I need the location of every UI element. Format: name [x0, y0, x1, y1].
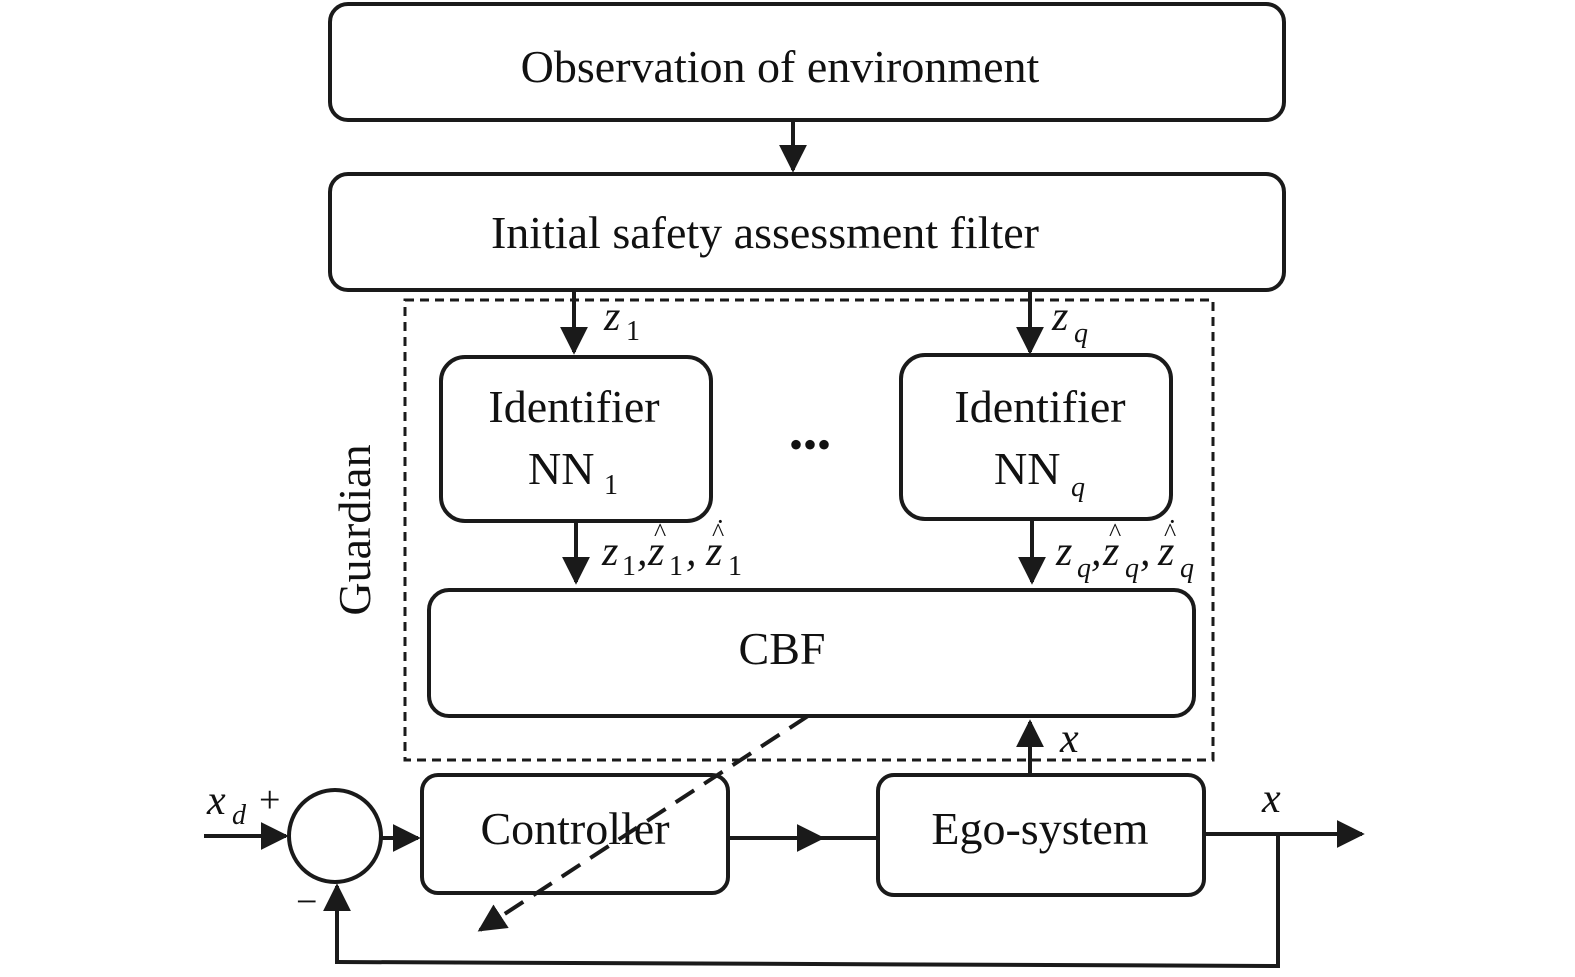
- summing-junction: [287, 788, 383, 884]
- svg-text:NN: NN: [994, 443, 1060, 494]
- svg-text:q: q: [1071, 472, 1085, 503]
- svg-text:·: ·: [716, 507, 725, 536]
- svg-text:z: z: [603, 294, 620, 340]
- svg-text:1: 1: [669, 551, 683, 582]
- svg-text:^: ^: [1164, 518, 1176, 547]
- filter-label: Initial safety assessment filter: [491, 207, 1039, 258]
- identifier-nnq-line2: NN q: [994, 443, 1085, 503]
- controller-label: Controller: [480, 803, 669, 854]
- observation-block: [328, 2, 1286, 122]
- svg-text:z: z: [705, 529, 722, 575]
- signal-zq-estimates-label: z q , z ^ q , z ^ · q: [1055, 507, 1194, 584]
- svg-text:1: 1: [626, 316, 640, 347]
- identifier-nn1-line2: NN 1: [528, 443, 618, 501]
- signal-xd-label: x d: [206, 778, 247, 831]
- identifier-nn1-block: [439, 355, 713, 523]
- feedback-path: [336, 834, 1280, 969]
- svg-text:q: q: [1074, 318, 1088, 349]
- ego-system-label: Ego-system: [931, 803, 1148, 854]
- svg-text:^: ^: [654, 518, 666, 547]
- signal-x-to-cbf: x: [1059, 716, 1079, 762]
- identifier-nn1-line1: Identifier: [488, 381, 659, 432]
- svg-text:q: q: [1077, 553, 1091, 584]
- svg-text:,: ,: [1091, 529, 1102, 575]
- svg-text:d: d: [232, 800, 247, 831]
- svg-text:,: ,: [686, 529, 697, 575]
- svg-text:z: z: [601, 529, 618, 575]
- signal-x-output: x: [1261, 776, 1281, 822]
- identifier-nnq-block: [899, 353, 1173, 521]
- svg-text:z: z: [1055, 529, 1072, 575]
- svg-text:1: 1: [604, 470, 618, 501]
- svg-text:^: ^: [712, 518, 724, 547]
- svg-text:z: z: [1051, 294, 1068, 340]
- minus-sign: −: [296, 881, 317, 923]
- svg-text:·: ·: [1168, 507, 1177, 536]
- guardian-region: [403, 298, 1215, 762]
- identifier-nnq-line1: Identifier: [954, 381, 1125, 432]
- signal-z1-estimates-label: z 1 , z ^ 1 , z ^ · 1: [601, 507, 742, 582]
- guardian-label: Guardian: [329, 444, 380, 615]
- svg-text:q: q: [1180, 553, 1194, 584]
- signal-zq-label: z q: [1051, 294, 1088, 349]
- dashed-arrow-cbf-to-controller: [477, 714, 810, 932]
- svg-text:1: 1: [728, 551, 742, 582]
- plus-sign: +: [259, 779, 280, 821]
- svg-text:z: z: [1157, 529, 1174, 575]
- svg-text:,: ,: [637, 529, 648, 575]
- signal-z1-label: z 1: [603, 294, 640, 347]
- cbf-label: CBF: [739, 623, 826, 674]
- ego-system-block: [876, 773, 1206, 897]
- ellipsis: •••: [789, 422, 831, 467]
- svg-text:z: z: [647, 529, 664, 575]
- svg-text:z: z: [1102, 529, 1119, 575]
- svg-text:NN: NN: [528, 443, 594, 494]
- svg-text:x: x: [206, 778, 226, 824]
- svg-text:1: 1: [622, 551, 636, 582]
- filter-block: [328, 172, 1286, 292]
- controller-block: [420, 773, 730, 895]
- observation-label: Observation of environment: [521, 41, 1040, 92]
- cbf-block: [427, 588, 1196, 718]
- svg-text:^: ^: [1109, 518, 1121, 547]
- svg-text:q: q: [1125, 553, 1139, 584]
- svg-text:,: ,: [1140, 529, 1151, 575]
